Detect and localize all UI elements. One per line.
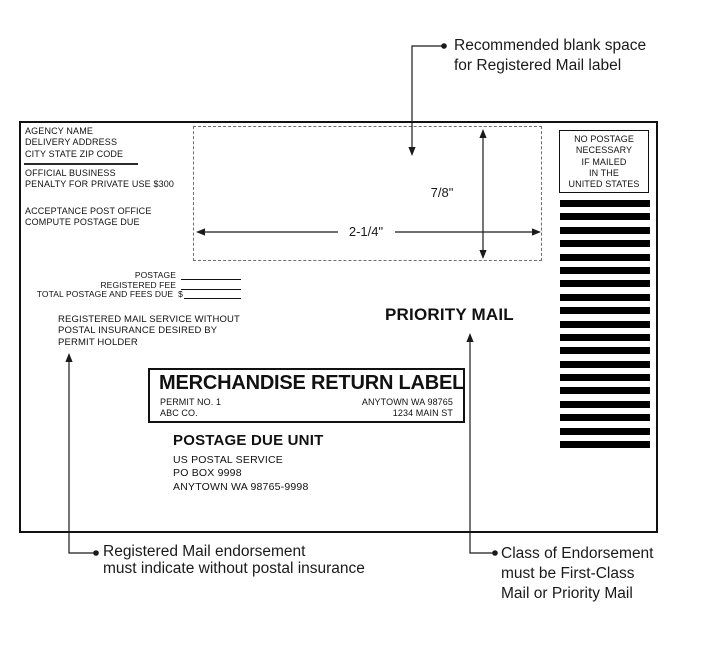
official-business-block: OFFICIAL BUSINESS PENALTY FOR PRIVATE US… xyxy=(25,168,174,191)
fim-bar xyxy=(560,414,650,422)
postage-due-unit-title: POSTAGE DUE UNIT xyxy=(173,432,324,449)
acceptance-post-office-block: ACCEPTANCE POST OFFICE COMPUTE POSTAGE D… xyxy=(25,206,151,229)
fim-bar xyxy=(560,253,650,261)
envelope-example: AGENCY NAME DELIVERY ADDRESS CITY STATE … xyxy=(19,121,658,533)
official-business-line: OFFICIAL BUSINESS xyxy=(25,168,116,178)
permit-block: PERMIT NO. 1 ABC CO. xyxy=(160,397,221,420)
fee-label: POSTAGE xyxy=(134,270,176,280)
fim-bar xyxy=(560,441,650,449)
label-address-line: 1234 MAIN ST xyxy=(392,408,453,419)
fim-bar xyxy=(560,347,650,355)
registered-label-blank-area xyxy=(193,126,542,261)
no-postage-line: IN THE xyxy=(589,167,619,178)
fim-bar xyxy=(560,213,650,221)
postage-due-line: PO BOX 9998 xyxy=(173,467,242,480)
fim-bar xyxy=(560,427,650,435)
fim-bar xyxy=(560,280,650,288)
fim-bar xyxy=(560,333,650,341)
fim-bar xyxy=(560,240,650,248)
fim-bar xyxy=(560,200,650,207)
annotation-line: Class of Endorsement xyxy=(501,545,654,562)
fim-bar xyxy=(560,320,650,328)
annotation-line: for Registered Mail label xyxy=(454,57,622,74)
label-address-block: ANYTOWN WA 98765 1234 MAIN ST xyxy=(362,397,453,420)
acceptance-line: ACCEPTANCE POST OFFICE xyxy=(25,206,152,216)
annotation-line: Registered Mail endorsement xyxy=(103,543,306,560)
acceptance-line: COMPUTE POSTAGE DUE xyxy=(25,217,140,228)
fim-bar xyxy=(560,387,650,395)
return-address-divider xyxy=(24,163,138,165)
dollar-sign: $ xyxy=(178,289,183,299)
annotation-line: must indicate without postal insurance xyxy=(103,559,365,577)
permit-line: PERMIT NO. 1 xyxy=(160,397,222,407)
height-dimension-label: 7/8" xyxy=(425,185,459,200)
blank-space-annotation: Recommended blank space for Registered M… xyxy=(454,36,646,76)
fee-blank-line xyxy=(181,271,241,280)
postage-due-line: US POSTAL SERVICE xyxy=(173,454,283,466)
fim-bar xyxy=(560,360,650,368)
fim-bar xyxy=(560,293,650,301)
merchandise-return-label-title: MERCHANDISE RETURN LABEL xyxy=(159,372,465,394)
no-postage-line: NO POSTAGE xyxy=(574,134,634,144)
fee-label: TOTAL POSTAGE AND FEES DUE xyxy=(36,289,174,299)
merchandise-label-details: PERMIT NO. 1 ABC CO. ANYTOWN WA 98765 12… xyxy=(150,395,463,420)
return-address-line: CITY STATE ZIP CODE xyxy=(25,148,124,159)
fee-row-registered-fee: REGISTERED FEE xyxy=(25,279,241,290)
no-postage-line: NECESSARY xyxy=(575,145,633,156)
registered-service-line: REGISTERED MAIL SERVICE WITHOUT xyxy=(58,314,241,325)
fim-bar xyxy=(560,374,650,382)
merchandise-return-label-box: MERCHANDISE RETURN LABEL PERMIT NO. 1 AB… xyxy=(148,368,465,423)
annotation-line: Recommended blank space xyxy=(454,37,647,54)
class-endorsement-annotation: Class of Endorsement must be First-Class… xyxy=(501,544,654,604)
fee-blank-line xyxy=(181,281,241,290)
permit-line: ABC CO. xyxy=(160,408,198,419)
registered-service-line: POSTAL INSURANCE DESIRED BY xyxy=(58,325,218,337)
fim-barcode xyxy=(560,200,650,454)
fee-label: REGISTERED FEE xyxy=(100,279,176,290)
registered-service-line: PERMIT HOLDER xyxy=(58,336,138,348)
postage-due-line: ANYTOWN WA 98765-9998 xyxy=(173,480,309,493)
no-postage-line: IF MAILED xyxy=(581,156,627,167)
annotation-line: Mail or Priority Mail xyxy=(501,585,633,602)
return-address-line: AGENCY NAME xyxy=(25,126,93,136)
no-postage-endorsement-box: NO POSTAGE NECESSARY IF MAILED IN THE UN… xyxy=(559,130,649,193)
fim-bar xyxy=(560,307,650,315)
fee-blank-line xyxy=(184,290,241,299)
official-business-line: PENALTY FOR PRIVATE USE $300 xyxy=(25,179,175,190)
priority-mail-marking: PRIORITY MAIL xyxy=(385,305,514,324)
registered-endorsement-annotation: Registered Mail endorsement must indicat… xyxy=(103,543,365,577)
width-dimension-label: 2-1/4" xyxy=(340,224,392,239)
label-address-line: ANYTOWN WA 98765 xyxy=(361,397,453,407)
fim-bar xyxy=(560,226,650,234)
postage-due-unit-address: US POSTAL SERVICE PO BOX 9998 ANYTOWN WA… xyxy=(173,454,309,494)
fim-bar xyxy=(560,266,650,274)
no-postage-line: UNITED STATES xyxy=(568,179,640,190)
fee-row-postage: POSTAGE xyxy=(25,269,241,280)
registered-service-endorsement: REGISTERED MAIL SERVICE WITHOUT POSTAL I… xyxy=(58,314,240,348)
fee-row-total: TOTAL POSTAGE AND FEES DUE $ xyxy=(25,288,241,299)
return-address-line: DELIVERY ADDRESS xyxy=(25,137,118,148)
fim-bar xyxy=(560,400,650,408)
return-address-block: AGENCY NAME DELIVERY ADDRESS CITY STATE … xyxy=(25,126,123,160)
annotation-line: must be First-Class xyxy=(501,565,635,582)
